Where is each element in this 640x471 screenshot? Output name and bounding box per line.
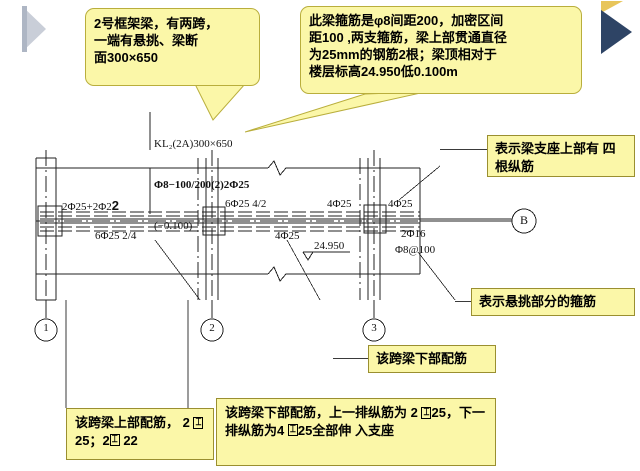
label-span-top-bars-line2: 2 ⌶ 25；2⌶ 22	[75, 415, 204, 448]
elevation-value: 24.950	[314, 240, 345, 252]
bottom-detail-pre: 2	[410, 405, 422, 420]
callout-stirrup-note-tail	[245, 92, 425, 133]
bottom-detail-post: 25全部伸	[297, 422, 352, 438]
callout-beam-name-line3: 面300×650	[94, 50, 158, 66]
beam-designation-line2: Φ8−100/200(2)2Φ25	[154, 178, 250, 191]
span1-top-rebar: 2Φ25+2Φ22	[62, 198, 120, 213]
callout-stirrup-note-line2: 距100 ,两支箍筋，梁上部贯通直径	[309, 30, 507, 46]
rebar-symbol-icon: ⌶	[109, 434, 120, 447]
rebar-symbol-icon: ⌶	[287, 424, 298, 437]
leader-cantilever-stirrups	[455, 301, 471, 302]
cantilever-stirrup-spec: Φ8@100	[395, 244, 436, 256]
callout-beam-name-line2: 一端有悬挑、梁断	[94, 33, 199, 49]
axis-marker-b: B	[519, 213, 528, 227]
label-support-top-bars-line1: 表示梁支座上部有	[495, 141, 600, 156]
axis-marker-3: 3	[371, 322, 377, 334]
support2-top-rebar: 6Φ25 4/2	[225, 198, 267, 210]
label-span-bottom-detail-line3: 入支座	[354, 422, 394, 438]
label-span-bottom-bars-line1: 该跨梁下部配筋	[376, 351, 468, 366]
span-top-pre: 2	[182, 415, 194, 430]
label-support-top-bars: 表示梁支座上部有 四根纵筋	[487, 135, 635, 177]
label-support-top-bars-line2: 四根纵筋	[495, 141, 616, 174]
label-span-top-bars-line1: 该跨梁上部配筋，	[75, 415, 180, 430]
axis-marker-2: 2	[209, 322, 215, 334]
label-cantilever-stirrups: 表示悬挑部分的箍筋	[471, 288, 635, 316]
span2-bottom-rebar: 4Φ25	[275, 230, 300, 242]
beam-designation-label: KL₂(2A)300×650 Φ8−100/200(2)2Φ25 (−0.100…	[154, 110, 249, 261]
bottom-detail-mid: 25，下一排纵筋为4	[225, 405, 485, 438]
cantilever-bottom-rebar: 2Φ16	[401, 228, 426, 240]
decorative-triangle-left-shade	[22, 6, 27, 52]
span1-bottom-rebar: 6Φ25 2/4	[95, 230, 137, 242]
callout-beam-name-tail	[195, 84, 246, 121]
label-span-bottom-detail-line1: 该跨梁下部配筋，上一排纵筋为	[225, 405, 408, 420]
span-top-mid: 25；2	[75, 432, 110, 448]
cantilever-top-rebar: 4Φ25	[388, 198, 413, 210]
beam-designation-line1: KL₂(2A)300×650	[154, 137, 233, 150]
beam-designation-line3: (−0.100)	[154, 220, 193, 232]
rebar-symbol-icon: ⌶	[421, 406, 432, 419]
decorative-triangle-right	[601, 10, 632, 54]
span-top-post: 22	[119, 432, 138, 448]
leader-span-top-bars	[65, 300, 189, 408]
callout-stirrup-note-line4: 楼层标高24.950低0.100m	[309, 64, 458, 80]
rebar-symbol-icon: ⌶	[193, 416, 204, 429]
callout-beam-name: 2号框架梁，有两跨， 一端有悬挑、梁断 面300×650	[85, 8, 260, 86]
leader-support-top-bars	[440, 149, 487, 150]
label-cantilever-stirrups-line1: 表示悬挑部分的箍筋	[479, 294, 597, 309]
span2-top-rebar: 4Φ25	[327, 198, 352, 210]
label-span-bottom-bars: 该跨梁下部配筋	[368, 345, 496, 373]
callout-stirrup-note-line3: 为25mm的钢筋2根；梁顶相对于	[309, 47, 497, 63]
callout-beam-name-line1: 2号框架梁，有两跨，	[94, 16, 219, 31]
callout-stirrup-note: 此梁箍筋是φ8间距200，加密区间 距100 ,两支箍筋，梁上部贯通直径 为25…	[300, 6, 582, 94]
label-span-bottom-detail-line2: 2 ⌶25，下一排纵筋为4 ⌶25全部伸	[225, 405, 485, 438]
leader-span-bottom-bars	[333, 358, 368, 359]
label-span-top-bars: 该跨梁上部配筋， 2 ⌶ 25；2⌶ 22	[66, 408, 214, 460]
axis-marker-1: 1	[43, 322, 49, 334]
label-span-bottom-detail: 该跨梁下部配筋，上一排纵筋为 2 ⌶25，下一排纵筋为4 ⌶25全部伸 入支座	[216, 398, 496, 466]
callout-stirrup-note-line1: 此梁箍筋是φ8间距200，加密区间	[309, 13, 504, 28]
